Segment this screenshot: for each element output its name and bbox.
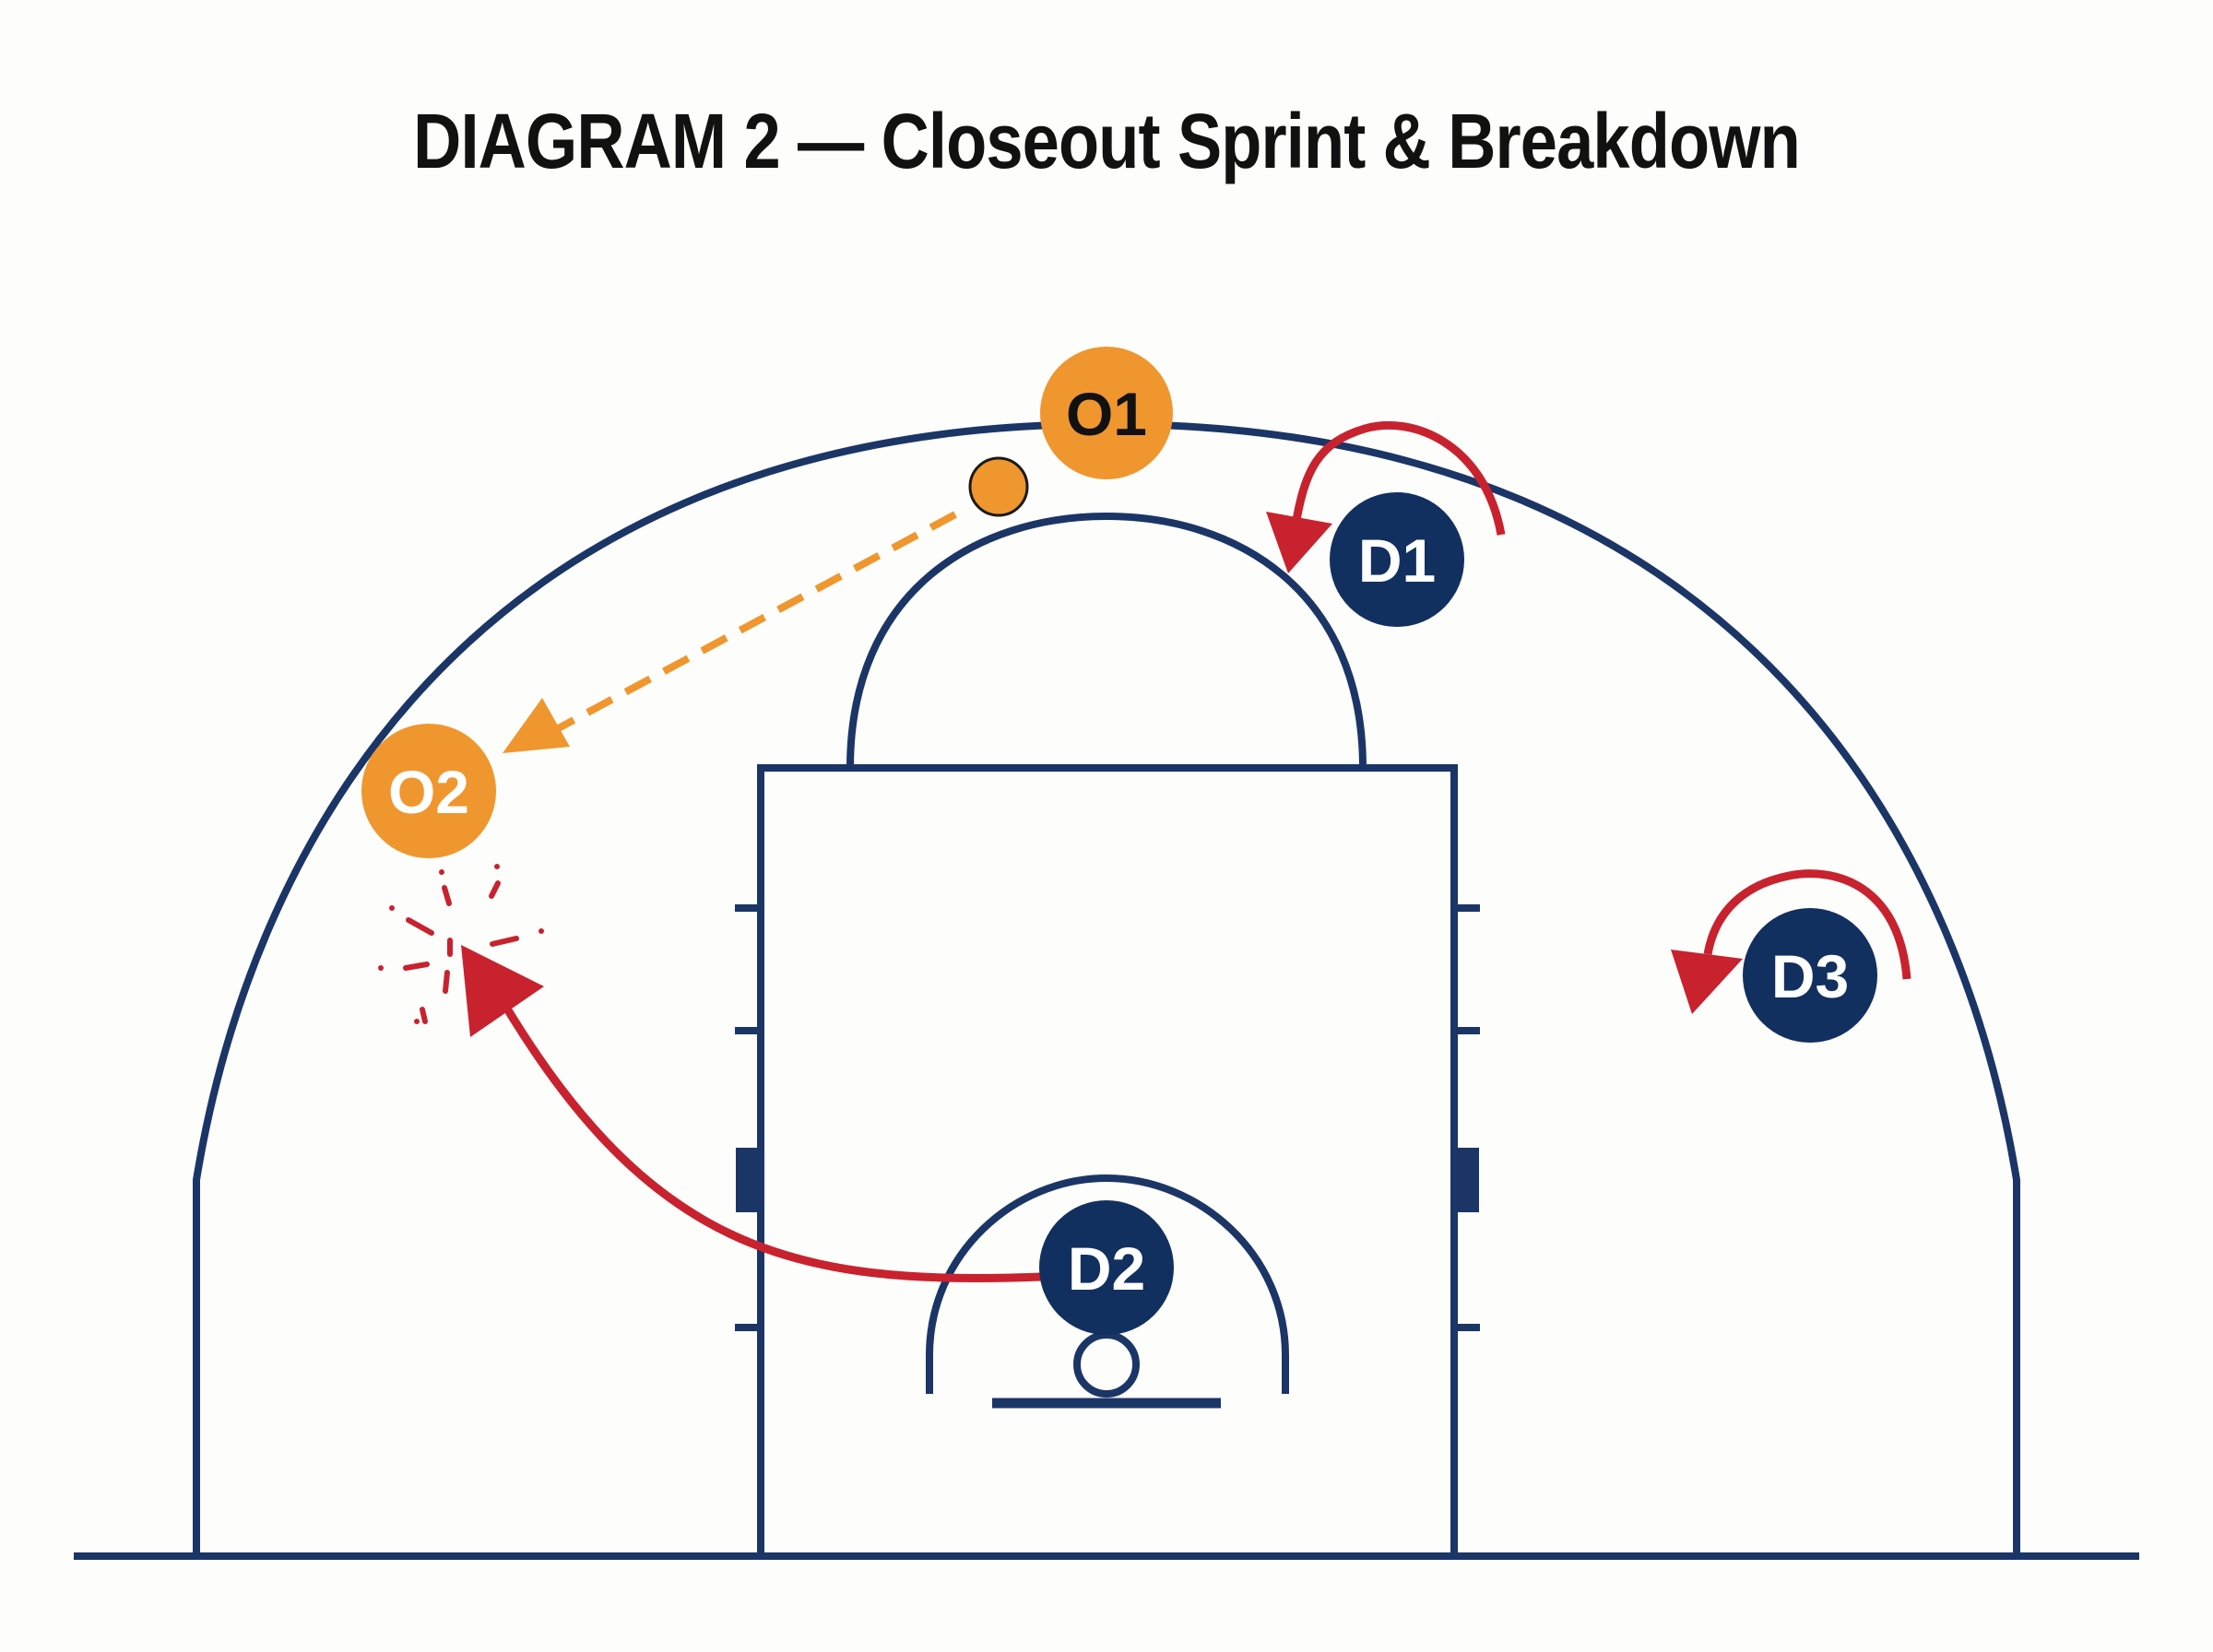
pass-line — [503, 511, 957, 753]
player-d1: D1 — [1330, 492, 1464, 627]
player-o2: O2 — [361, 724, 496, 858]
player-o1: O1 — [1040, 347, 1173, 479]
free-throw-circle — [846, 512, 1367, 769]
lane-blocks — [736, 1148, 1479, 1212]
d2-closeout-arrowhead — [461, 945, 544, 1037]
d2-closeout-path — [461, 945, 1043, 1282]
d3-rotation-path — [1671, 869, 1911, 1014]
lane-hash-marks — [735, 904, 1480, 1331]
player-d1-label: D1 — [1358, 526, 1436, 595]
player-d2-label: D2 — [1068, 1234, 1145, 1303]
player-d2: D2 — [1039, 1200, 1174, 1335]
basketball — [968, 456, 1029, 517]
player-o1-label: O1 — [1066, 380, 1147, 448]
pass-arrowhead — [503, 698, 570, 753]
d1-rotation-arrowhead — [1266, 512, 1332, 573]
breakdown-burst — [378, 864, 544, 1024]
player-d3: D3 — [1743, 908, 1877, 1043]
player-d3-label: D3 — [1771, 942, 1849, 1010]
diagram-title: DIAGRAM 2 — Closeout Sprint & Breakdown — [413, 98, 1801, 184]
d3-rotation-arrowhead — [1671, 950, 1743, 1014]
d1-rotation-path — [1266, 420, 1506, 573]
rim — [1073, 1331, 1140, 1398]
player-o2-label: O2 — [388, 758, 469, 826]
paint-lane — [757, 764, 1458, 1560]
